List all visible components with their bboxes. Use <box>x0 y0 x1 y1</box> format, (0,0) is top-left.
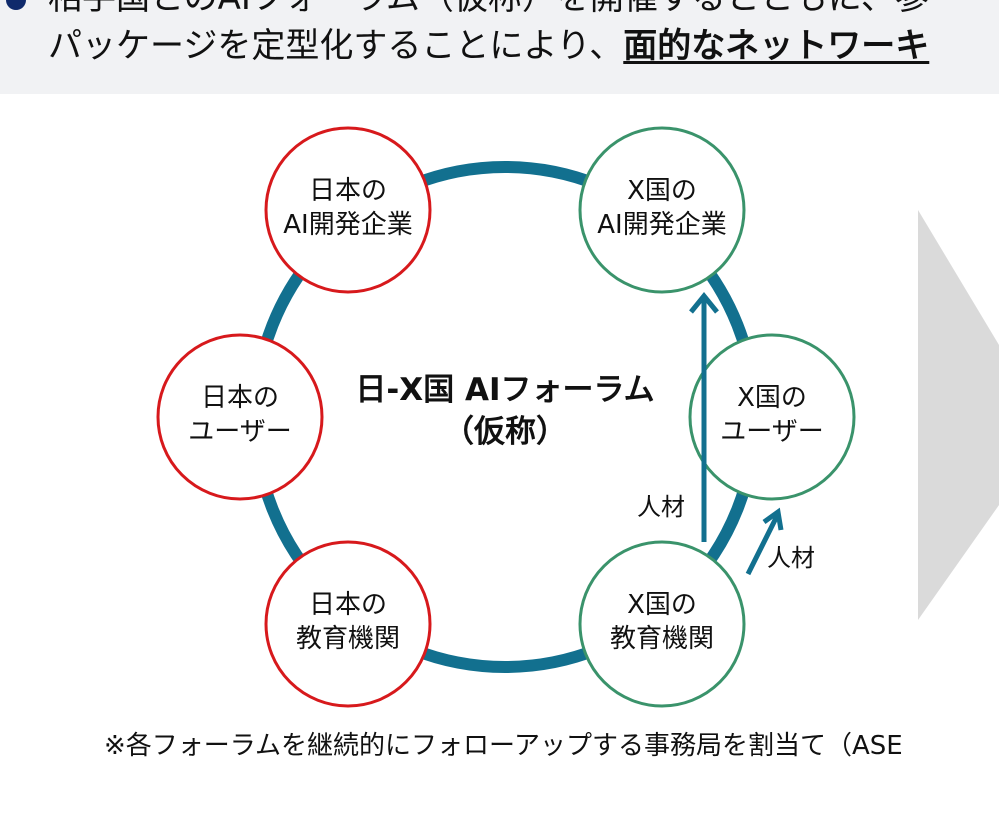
node-jp-ai-companies-line2: AI開発企業 <box>283 210 412 240</box>
node-x-users-line2: ユーザー <box>720 417 823 447</box>
node-x-ai-companies-line2: AI開発企業 <box>597 210 726 240</box>
header-line-1: 相手国とのAIフォーラム（仮称）を開催するとともに、参 <box>48 0 929 18</box>
footnote: ※各フォーラムを継続的にフォローアップする事務局を割当て（ASE <box>104 731 903 761</box>
header-line-2-text: パッケージを定型化することにより、 <box>48 26 624 66</box>
talent-label-1: 人材 <box>637 493 685 521</box>
bullet-icon <box>6 0 26 10</box>
node-jp-education-line1: 日本の <box>309 590 387 620</box>
node-jp-ai-companies: 日本の AI開発企業 <box>264 126 432 294</box>
node-jp-ai-companies-line1: 日本の <box>309 176 387 206</box>
header-band: 相手国とのAIフォーラム（仮称）を開催するとともに、参 パッケージを定型化するこ… <box>0 0 999 94</box>
talent-arrow-to-users <box>745 507 784 576</box>
node-x-users: X国の ユーザー <box>688 333 856 501</box>
center-subtitle: （仮称） <box>443 414 567 450</box>
node-x-education-line1: X国の <box>627 590 697 620</box>
node-x-education-line2: 教育機関 <box>610 624 714 654</box>
node-x-education: X国の 教育機関 <box>578 540 746 708</box>
node-jp-education: 日本の 教育機関 <box>264 540 432 708</box>
header-line-2-bold: 面的なネットワーキ <box>623 26 930 66</box>
node-jp-education-line2: 教育機関 <box>296 624 400 654</box>
node-jp-users-line2: ユーザー <box>188 417 291 447</box>
node-x-ai-companies: X国の AI開発企業 <box>578 126 746 294</box>
node-x-users-line1: X国の <box>737 383 807 413</box>
header-line-2: パッケージを定型化することにより、面的なネットワーキ <box>48 26 929 66</box>
big-arrow-shape <box>918 210 999 620</box>
talent-label-2: 人材 <box>767 544 815 572</box>
center-title: 日-X国 AIフォーラム <box>355 372 654 408</box>
node-jp-users: 日本の ユーザー <box>156 333 324 501</box>
talent-arrow-to-ai-companies <box>689 292 719 542</box>
node-jp-users-line1: 日本の <box>201 383 279 413</box>
node-x-ai-companies-line1: X国の <box>627 176 697 206</box>
